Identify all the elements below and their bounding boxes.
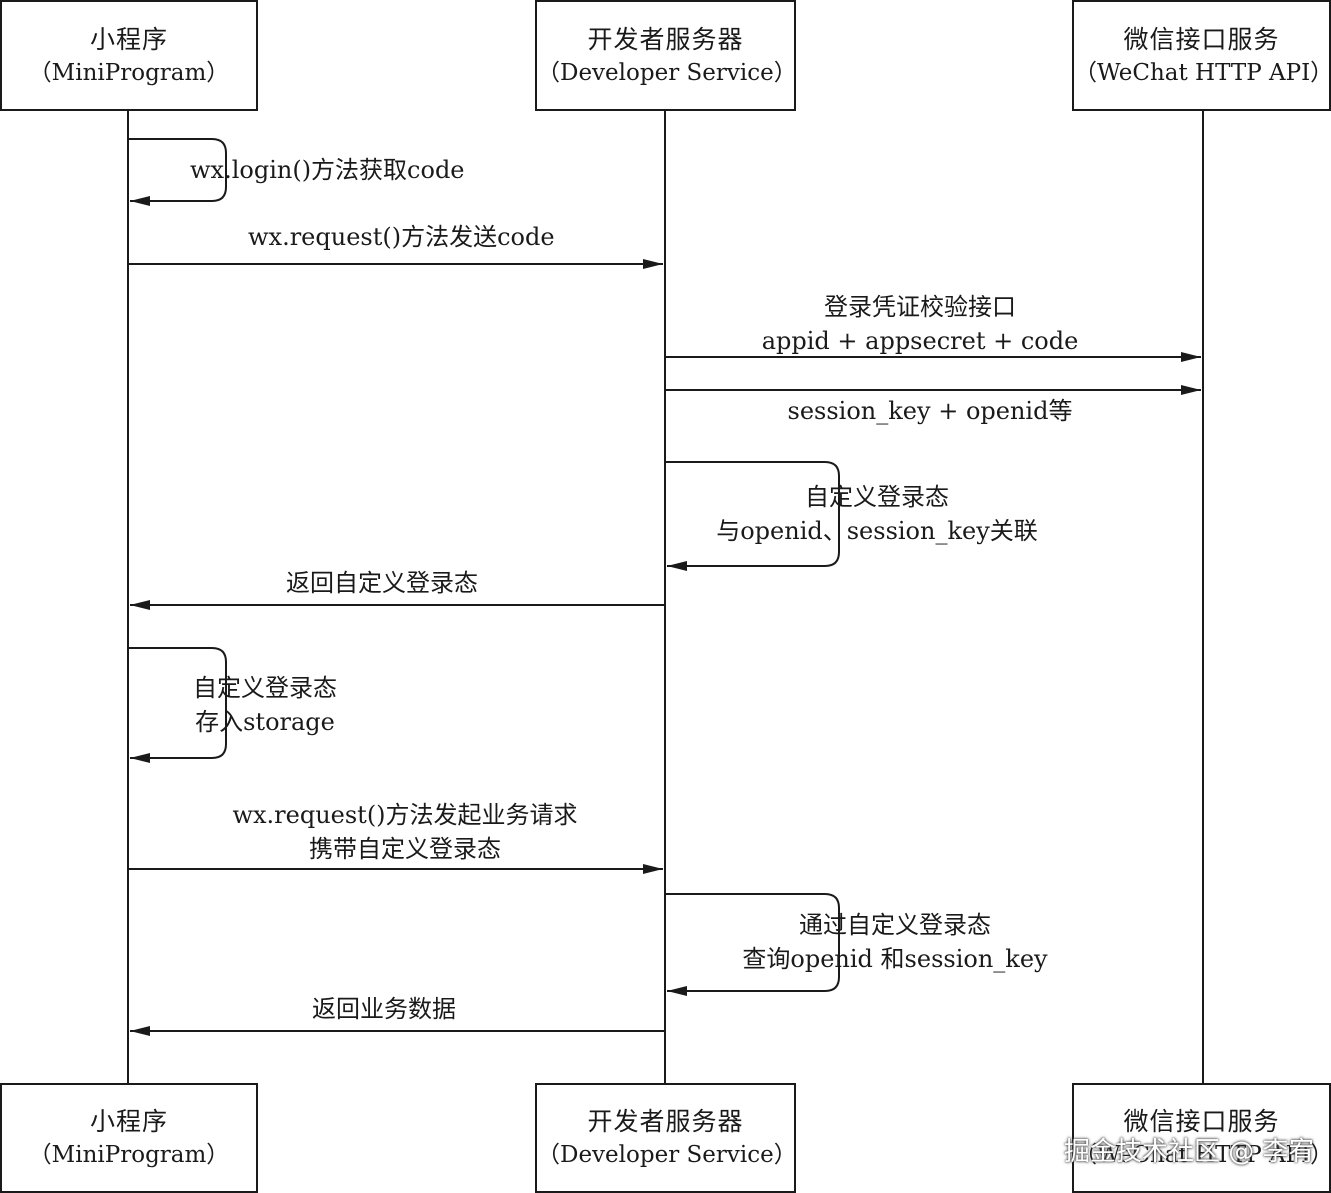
participant-name: 微信接口服务 <box>1123 24 1280 54</box>
participant-subtitle: （Developer Service） <box>537 1142 797 1168</box>
message-label-m7: 自定义登录态 存入storage <box>193 674 337 736</box>
watermark: 掘金技术社区 @ 李宥 <box>1064 1137 1315 1167</box>
message-label-m1: wx.login()方法获取code <box>190 156 465 184</box>
participant-developer-bottom: 开发者服务器 （Developer Service） <box>535 1083 797 1193</box>
participant-name: 小程序 <box>89 1107 168 1136</box>
message-label-m6: 返回自定义登录态 <box>286 569 478 597</box>
participant-developer-top: 开发者服务器 （Developer Service） <box>535 0 797 111</box>
participant-subtitle: （WeChat HTTP API） <box>1074 59 1331 86</box>
participant-subtitle: （MiniProgram） <box>28 59 230 86</box>
participant-subtitle: （Developer Service） <box>537 59 797 86</box>
message-label-m4: session_key + openid等 <box>787 397 1073 425</box>
participant-miniprogram-bottom: 小程序 （MiniProgram） <box>0 1083 258 1193</box>
participant-wechat-top: 微信接口服务 （WeChat HTTP API） <box>1072 0 1331 111</box>
self-message-arrow-m9 <box>665 893 840 996</box>
participant-subtitle: （WeChat HTTP API） <box>1074 1142 1331 1168</box>
participant-name: 微信接口服务 <box>1123 1107 1280 1136</box>
participant-subtitle: （MiniProgram） <box>28 1142 230 1168</box>
participant-wechat-bottom: 微信接口服务 （WeChat HTTP API） <box>1072 1083 1331 1193</box>
message-label-m10: 返回业务数据 <box>312 995 456 1023</box>
self-message-arrow-m1 <box>128 138 227 206</box>
message-label-m8: wx.request()方法发起业务请求 携带自定义登录态 <box>232 801 578 863</box>
participant-name: 小程序 <box>89 24 168 54</box>
participant-miniprogram-top: 小程序 （MiniProgram） <box>0 0 258 111</box>
message-label-m2: wx.request()方法发送code <box>248 223 555 251</box>
message-label-m3: 登录凭证校验接口 appid + appsecret + code <box>761 293 1079 355</box>
self-message-arrow-m5 <box>665 461 840 571</box>
participant-name: 开发者服务器 <box>587 1107 744 1136</box>
self-message-arrow-m7 <box>128 647 227 763</box>
message-label-m9: 通过自定义登录态 查询openid 和session_key <box>742 911 1048 973</box>
participant-name: 开发者服务器 <box>587 24 744 54</box>
message-label-m5: 自定义登录态 与openid、session_key关联 <box>716 483 1038 545</box>
